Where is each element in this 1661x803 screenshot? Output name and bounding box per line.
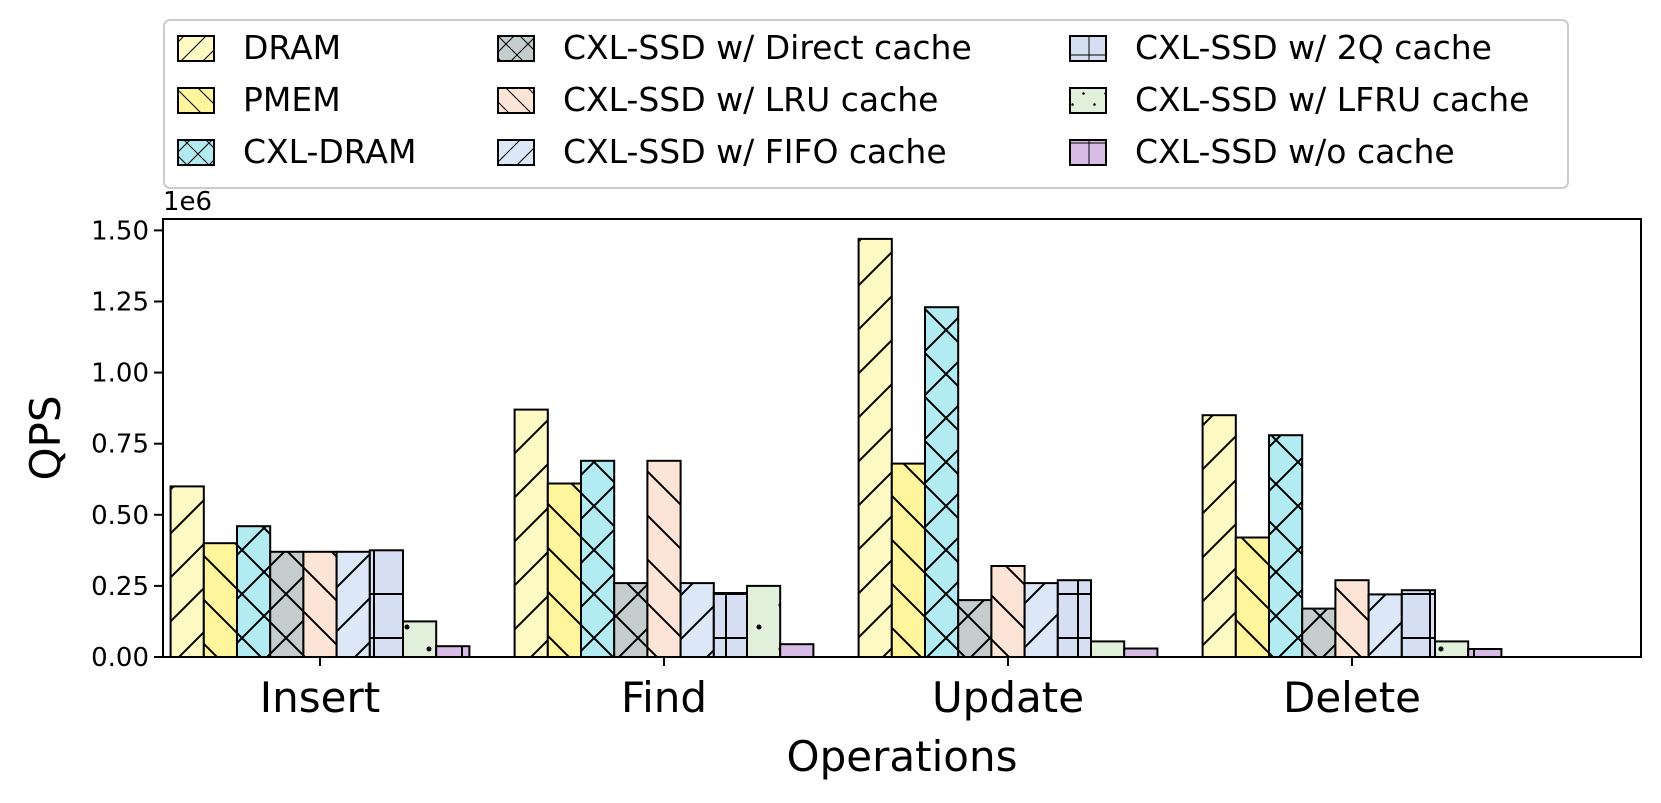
- legend-label: CXL-DRAM: [243, 132, 416, 171]
- bar-insert-2: [236, 525, 272, 659]
- bar-delete-0: [1201, 414, 1237, 659]
- bar-insert-6: [368, 549, 404, 658]
- legend-swatch: [1069, 35, 1107, 62]
- legend-label: PMEM: [243, 80, 341, 119]
- legend-swatch: [497, 87, 535, 114]
- plot-frame: [162, 218, 1642, 658]
- bar-delete-8: [1467, 648, 1503, 658]
- bar-insert-7: [402, 620, 438, 659]
- bar-update-0: [857, 237, 893, 658]
- bar-insert-5: [335, 550, 371, 658]
- y-multiplier-label: 1e6: [163, 187, 212, 217]
- bar-update-1: [890, 462, 926, 658]
- bar-find-2: [580, 459, 616, 658]
- bar-update-6: [1056, 579, 1093, 659]
- legend-swatch: [497, 139, 535, 166]
- x-axis-label: Operations: [787, 732, 1018, 781]
- legend-swatch: [1069, 87, 1107, 114]
- bar-update-4: [990, 565, 1026, 658]
- legend-swatch: [497, 35, 535, 62]
- bar-delete-6: [1400, 589, 1437, 659]
- y-tick-label: 1.25: [91, 287, 149, 317]
- x-tick-label: Find: [621, 673, 707, 722]
- bar-find-7: [746, 584, 782, 659]
- bar-update-2: [924, 306, 960, 658]
- legend-label: DRAM: [243, 28, 341, 67]
- legend-label: CXL-SSD w/ FIFO cache: [563, 132, 947, 171]
- y-tick-label: 1.50: [91, 216, 149, 246]
- legend-label: CXL-SSD w/ 2Q cache: [1135, 28, 1492, 67]
- bar-find-5: [679, 582, 715, 658]
- legend-swatch: [177, 139, 215, 166]
- bar-delete-3: [1301, 607, 1337, 658]
- legend-swatch: [177, 35, 215, 62]
- bar-find-0: [513, 408, 549, 658]
- x-tick-label: Delete: [1283, 673, 1421, 722]
- bar-delete-4: [1334, 579, 1370, 659]
- x-tick-label: Insert: [260, 673, 380, 722]
- bar-update-5: [1023, 582, 1059, 658]
- bar-update-3: [957, 599, 993, 658]
- bar-update-8: [1123, 647, 1159, 658]
- y-axis: 0.00 0.25 0.50 0.75 1.00 1.25 1.50: [91, 216, 163, 673]
- bar-insert-8: [435, 645, 471, 659]
- bar-find-4: [646, 459, 682, 658]
- bar-insert-4: [302, 550, 338, 658]
- bar-insert-1: [202, 542, 239, 659]
- legend-label: CXL-SSD w/ LRU cache: [563, 80, 938, 119]
- bar-update-7: [1090, 640, 1126, 659]
- y-axis-label: QPS: [21, 395, 70, 480]
- bar-delete-7: [1434, 640, 1470, 659]
- bar-find-1: [546, 482, 582, 658]
- y-tick-label: 0.25: [91, 572, 149, 602]
- x-axis: Insert Find Update Delete: [260, 657, 1421, 722]
- bar-find-8: [779, 643, 815, 659]
- bar-insert-0: [169, 485, 205, 658]
- x-tick-label: Update: [932, 673, 1084, 722]
- y-tick-label: 0.50: [91, 501, 149, 531]
- bar-delete-2: [1268, 434, 1304, 659]
- legend-swatch: [177, 87, 215, 114]
- bar-find-6: [712, 592, 748, 658]
- bars: [169, 237, 1503, 659]
- y-tick-label: 1.00: [91, 359, 149, 389]
- bar-delete-1: [1234, 536, 1271, 658]
- legend-label: CXL-SSD w/ LFRU cache: [1135, 80, 1529, 119]
- y-tick-label: 0.00: [91, 643, 149, 673]
- legend-label: CXL-SSD w/o cache: [1135, 132, 1455, 171]
- legend-label: CXL-SSD w/ Direct cache: [563, 28, 972, 67]
- bar-find-3: [613, 582, 649, 658]
- y-tick-label: 0.75: [91, 430, 149, 460]
- bar-delete-5: [1367, 593, 1403, 659]
- bar-insert-3: [269, 550, 305, 658]
- legend-swatch: [1069, 139, 1107, 166]
